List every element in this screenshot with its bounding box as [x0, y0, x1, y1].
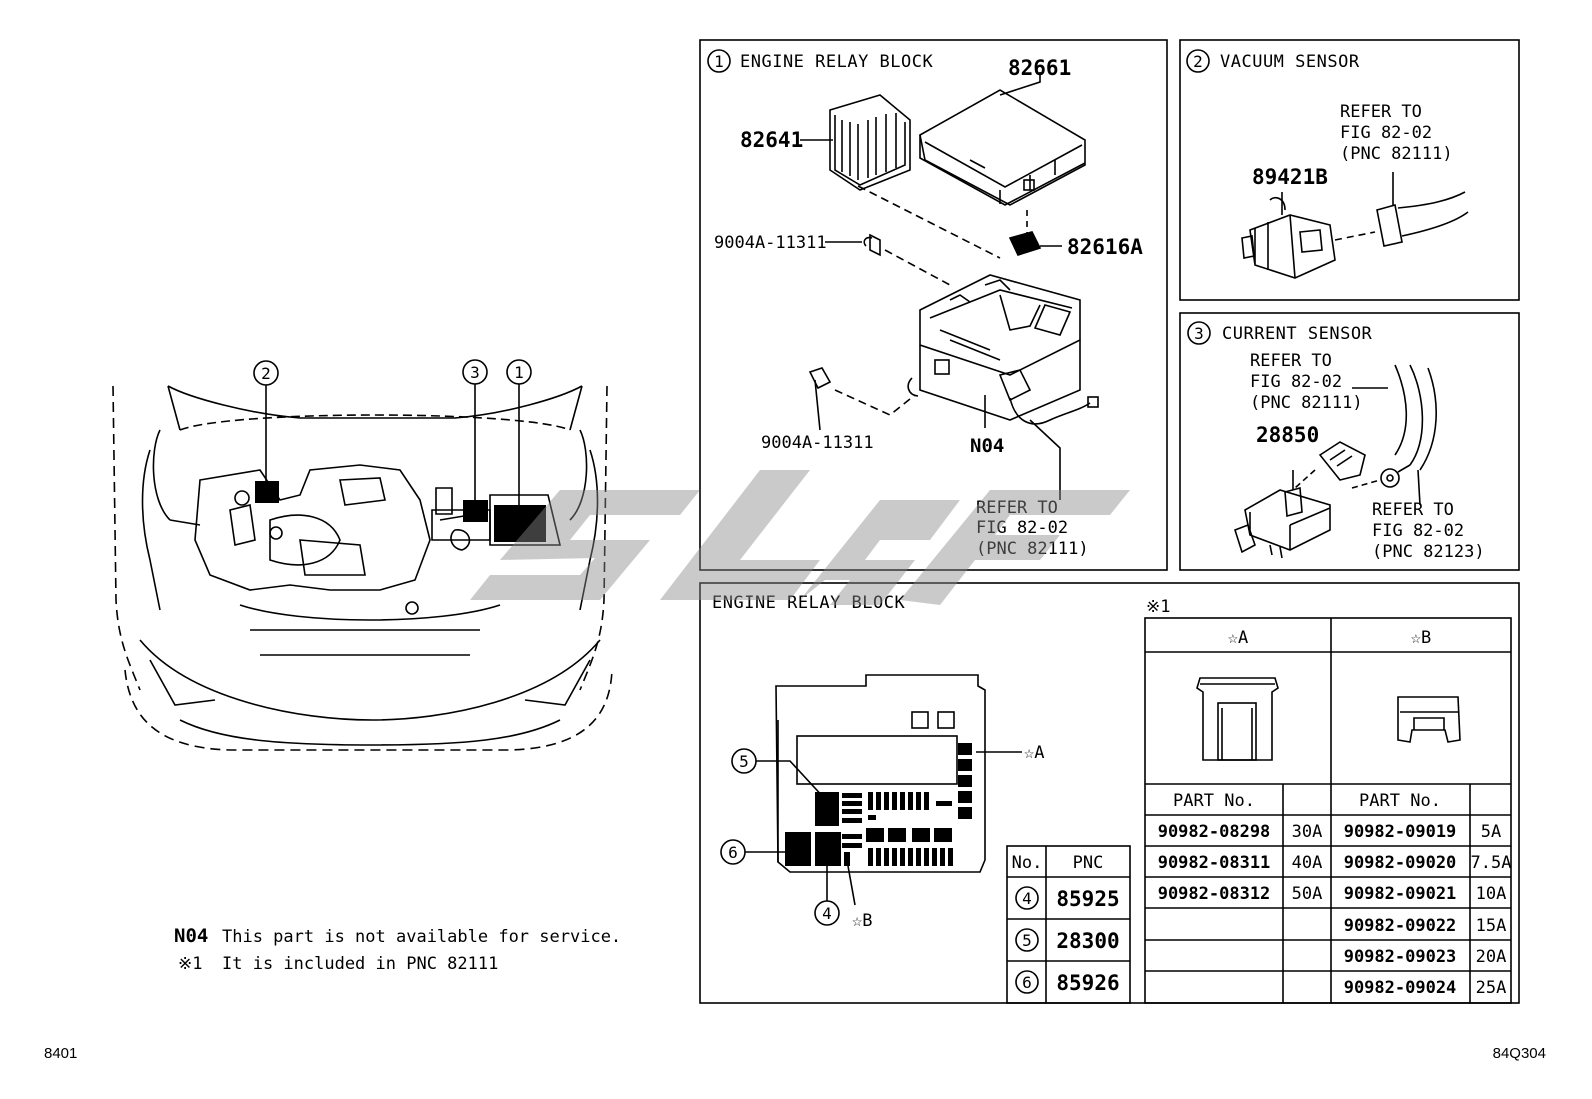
fuse-b-row-2-part: 90982-09020 [1344, 853, 1457, 873]
fuse-b-row-2-amp: 7.5A [1471, 853, 1512, 873]
vehicle-locator: 2 3 1 [112, 359, 613, 751]
fuse-table-mark: ※1 [1146, 597, 1170, 617]
notes: N04 This part is not available for servi… [174, 925, 621, 974]
fuse-col-b-header: ☆B [1411, 628, 1431, 648]
panel-vacuum-sensor: 2 VACUUM SENSOR 89421B REFER TO FIG 82-0… [1179, 39, 1520, 301]
fuse-b-row-3-amp: 10A [1476, 884, 1507, 904]
panel-2-refer-line-3: (PNC 82111) [1340, 144, 1453, 164]
panel-3-number: 3 [1194, 324, 1204, 343]
note-ref1-text: It is included in PNC 82111 [222, 954, 498, 974]
note-n04-text: This part is not available for service. [222, 927, 621, 947]
fuse-a-illustration [1196, 677, 1279, 761]
panel-3-refer-right-line-3: (PNC 82123) [1372, 542, 1485, 562]
pnc-table: No. PNC 4 85925 5 28300 6 85926 [1006, 845, 1131, 1004]
pnc-row-1-no: 4 [1022, 889, 1032, 908]
part-82616a: 82616A [1067, 235, 1143, 259]
fuse-a-part-header: PART No. [1173, 791, 1255, 811]
panel-3-title: CURRENT SENSOR [1222, 324, 1373, 344]
fuse-a-row-1-part: 90982-08298 [1158, 822, 1271, 842]
fuse-b-row-4-part: 90982-09022 [1344, 916, 1457, 936]
note-n04-code: N04 [174, 925, 208, 947]
fuse-b-row-1-part: 90982-09019 [1344, 822, 1457, 842]
panel-current-sensor: 3 CURRENT SENSOR 28850 REFER TO FIG 82-0… [1179, 312, 1520, 571]
part-89421b: 89421B [1252, 165, 1328, 189]
panel-3-refer-top-line-1: REFER TO [1250, 351, 1332, 371]
part-82661: 82661 [1008, 56, 1071, 80]
fuse-b-row-6-part: 90982-09024 [1344, 978, 1457, 998]
panel-4-title: ENGINE RELAY BLOCK [712, 593, 905, 613]
panel-engine-relay-block: 1 ENGINE RELAY BLOCK [699, 39, 1168, 571]
fuse-b-illustration [1397, 696, 1461, 743]
layout-star-b: ☆B [852, 911, 872, 931]
fuse-b-row-3-part: 90982-09021 [1344, 884, 1457, 904]
footer-right-code: 84Q304 [1493, 1045, 1546, 1062]
fuse-a-row-2-amp: 40A [1292, 853, 1323, 873]
pnc-row-3-no: 6 [1022, 973, 1032, 992]
panel-2-refer-line-1: REFER TO [1340, 102, 1422, 122]
fuse-col-a-header: ☆A [1228, 628, 1248, 648]
pnc-row-3-pnc: 85926 [1056, 971, 1119, 995]
pnc-row-2-pnc: 28300 [1056, 929, 1119, 953]
part-28850: 28850 [1256, 423, 1319, 447]
pnc-row-1-pnc: 85925 [1056, 887, 1119, 911]
locator-callout-3-label: 3 [470, 363, 480, 382]
panel-2-title: VACUUM SENSOR [1220, 52, 1360, 72]
locator-callout-1-label: 1 [514, 363, 524, 382]
pnc-header-pnc: PNC [1073, 853, 1104, 873]
panel-1-number: 1 [714, 52, 724, 71]
panel-1-refer-line-3: (PNC 82111) [976, 539, 1089, 559]
fuse-b-row-5-amp: 20A [1476, 947, 1507, 967]
panel-1-refer-line-1: REFER TO [976, 498, 1058, 518]
panel-2-number: 2 [1193, 52, 1203, 71]
part-82641: 82641 [740, 128, 803, 152]
fuse-a-row-3-part: 90982-08312 [1158, 884, 1271, 904]
part-n04: N04 [970, 435, 1004, 457]
panel-2-refer-line-2: FIG 82-02 [1340, 123, 1432, 143]
panel-3-refer-top-line-3: (PNC 82111) [1250, 393, 1363, 413]
panel-3-refer-top-line-2: FIG 82-02 [1250, 372, 1342, 392]
footer: 8401 84Q304 [44, 1045, 1546, 1062]
part-9004a-11311-top: 9004A-11311 [714, 233, 827, 253]
watermark-logo [470, 470, 1130, 605]
fuse-b-row-6-amp: 25A [1476, 978, 1507, 998]
part-9004a-11311-bottom: 9004A-11311 [761, 433, 874, 453]
layout-callout-4: 4 [822, 904, 832, 923]
fuse-a-row-3-amp: 50A [1292, 884, 1323, 904]
panel-1-title: ENGINE RELAY BLOCK [740, 52, 933, 72]
pnc-row-2-no: 5 [1022, 931, 1032, 950]
panel-1-refer-line-2: FIG 82-02 [976, 518, 1068, 538]
layout-star-a: ☆A [1024, 743, 1044, 763]
fuse-b-row-4-amp: 15A [1476, 916, 1507, 936]
fuse-a-row-1-amp: 30A [1292, 822, 1323, 842]
fuse-a-row-2-part: 90982-08311 [1158, 853, 1271, 873]
fuse-b-row-5-part: 90982-09023 [1344, 947, 1457, 967]
panel-3-refer-right-line-2: FIG 82-02 [1372, 521, 1464, 541]
panel-relay-block-layout: ENGINE RELAY BLOCK [699, 582, 1520, 1004]
panel-3-refer-right-line-1: REFER TO [1372, 500, 1454, 520]
layout-callout-5: 5 [739, 752, 749, 771]
note-ref1-mark: ※1 [178, 954, 202, 974]
layout-callout-6: 6 [728, 843, 738, 862]
fuse-b-part-header: PART No. [1359, 791, 1441, 811]
fuse-b-row-1-amp: 5A [1481, 822, 1501, 842]
locator-callout-2-label: 2 [261, 364, 271, 383]
pnc-header-no: No. [1012, 853, 1043, 873]
fuse-table: ※1 ☆A ☆B PART No. [1144, 597, 1512, 1004]
footer-left-code: 8401 [44, 1045, 77, 1062]
